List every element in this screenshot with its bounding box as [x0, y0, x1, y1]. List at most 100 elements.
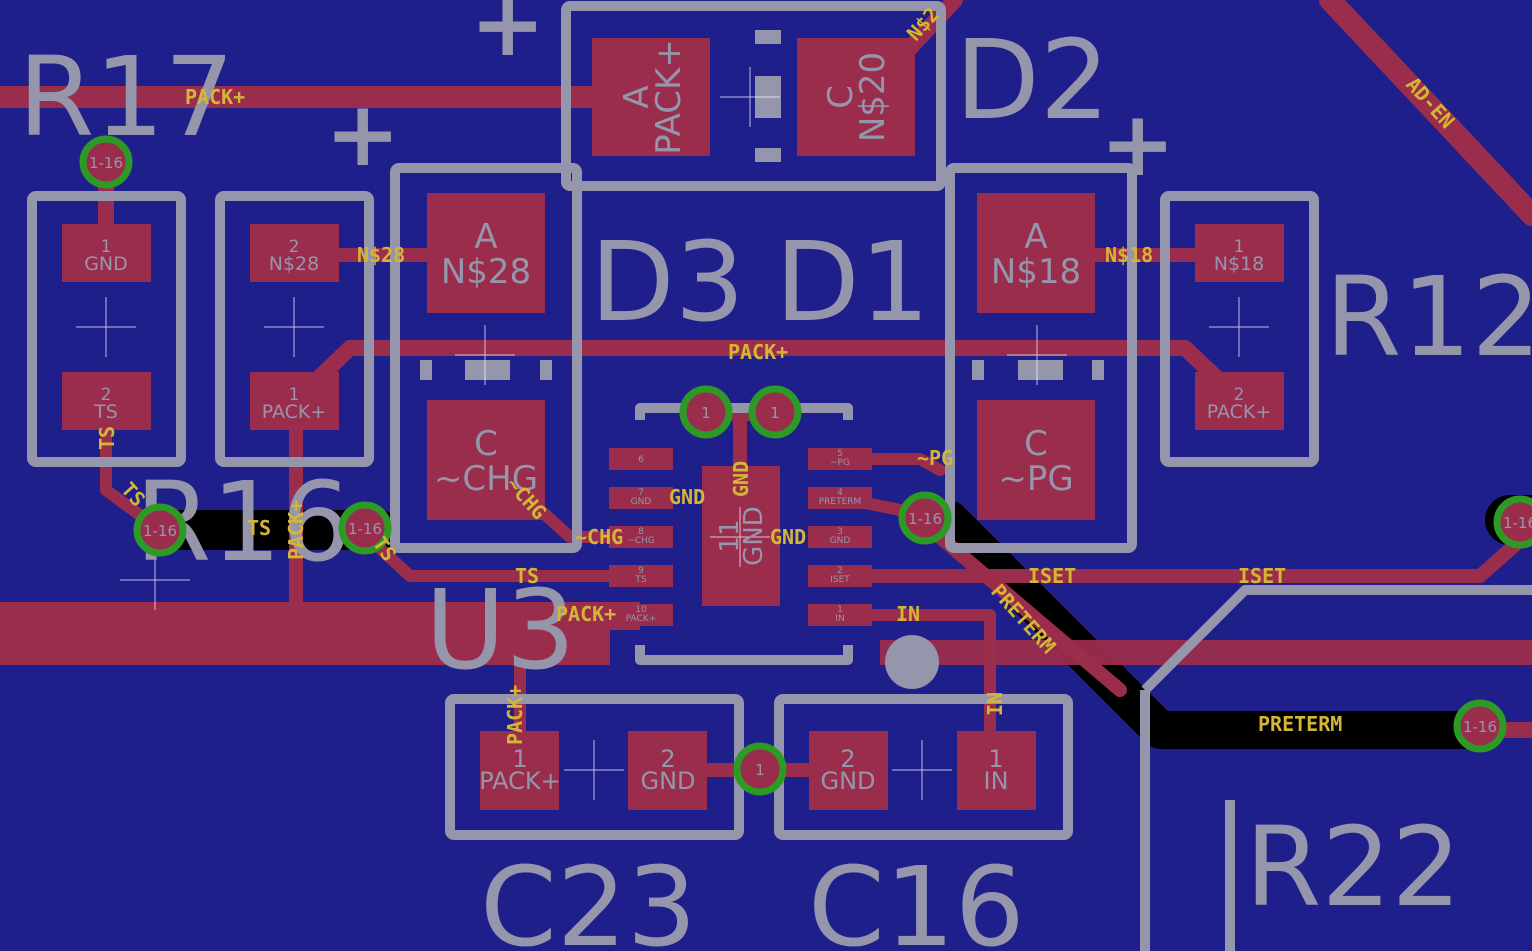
u3-pin7-num: 7 [638, 488, 644, 498]
r17-pad2-num: 2 [101, 385, 112, 405]
u3-pin9-num: 9 [638, 566, 644, 576]
d3-anode-letter: A [474, 217, 497, 257]
net-label-in-a: IN [896, 602, 920, 626]
u3-pin6-num: 6 [638, 455, 644, 465]
d3-cathode-net: ~CHG [434, 459, 538, 499]
c23-pad-2 [628, 731, 707, 810]
u3-pin3-net: GND [830, 536, 851, 546]
d1-cathode-net: ~PG [998, 459, 1073, 499]
c16-pad1-net: IN [983, 767, 1008, 795]
u3-pin-7 [609, 487, 673, 509]
u3-pin9-net: TS [634, 575, 646, 585]
ref-d2: D2 [955, 16, 1110, 144]
pad-texts: 1 GND 2 TS 2 N$28 1 PACK+ A N$28 C ~CHG … [84, 217, 1271, 795]
via-gnd-b-label: 1 [770, 404, 780, 422]
u3-outline-top [635, 403, 853, 420]
via-right-edge-label: 1-16 [1503, 514, 1532, 532]
u3-pin4-net: PRETERM [819, 497, 862, 507]
r16-pad2-net: N$28 [269, 253, 319, 275]
u3-pin5-num: 5 [837, 449, 843, 459]
c16-pad-2 [809, 731, 888, 810]
c23-pad1-net: PACK+ [479, 767, 561, 795]
u3-center-net: GND [739, 506, 769, 566]
d2-cathode-net: N$20 [853, 52, 893, 142]
u3-pin7-net: GND [631, 497, 652, 507]
via-preterm-end-label: 1-16 [1463, 718, 1497, 736]
r17-pad-2 [62, 372, 151, 430]
r16-pad2-num: 2 [289, 237, 300, 257]
r17-pad2-net: TS [93, 401, 118, 423]
d2-anode-net: PACK+ [649, 39, 689, 155]
net-label-ad-en: AD-EN [1401, 72, 1459, 133]
r12-pad-1 [1195, 224, 1284, 282]
u3-center-pad [702, 466, 780, 606]
d1-cathode-letter: C [1024, 424, 1048, 464]
net-label-pack-mid: PACK+ [728, 340, 788, 364]
net-label-ts-c: TS [247, 516, 271, 540]
trace-ad-en [1319, 0, 1532, 226]
net-label-ts-a: TS [95, 426, 119, 450]
c23-pad1-num: 1 [512, 745, 527, 773]
net-label-iset-b: ISET [1238, 564, 1286, 588]
u3-pin-8 [609, 526, 673, 548]
copper-pour-right [880, 640, 1532, 665]
u3-pin10-num: 10 [635, 605, 647, 615]
net-label-pg: ~PG [917, 446, 953, 470]
via-cap-label: 1 [755, 761, 765, 779]
polarity-marks: + + + [325, 0, 1175, 197]
net-label-gnd-left: GND [669, 485, 705, 509]
r16-outline [215, 191, 374, 467]
d3-plus-mark: + [325, 82, 400, 187]
d1-outline [945, 163, 1137, 553]
u3-pin8-num: 8 [638, 527, 644, 537]
net-label-n28: N$28 [357, 243, 405, 267]
ref-r12: R12 [1325, 253, 1532, 381]
r17-outline [27, 191, 186, 467]
u3-pin1-net: IN [835, 614, 844, 624]
via-r16: 1-16 [338, 501, 392, 555]
mounting-dot [885, 635, 939, 689]
d1-anode-net: N$18 [991, 252, 1081, 292]
via-gnd-a-label: 1 [701, 404, 711, 422]
pads [62, 38, 1284, 810]
c23-pad2-net: GND [640, 767, 695, 795]
net-label-n18: N$18 [1105, 243, 1153, 267]
via-gnd-b: 1 [748, 385, 802, 439]
r12-pad2-net: PACK+ [1207, 401, 1272, 423]
u3-outline-bottom [635, 645, 853, 665]
ref-r17: R17 [18, 33, 234, 161]
vias: 1-16 1-16 1-16 1 1 1-16 1-16 1-16 [79, 135, 1532, 796]
via-ts: 1-16 [133, 503, 187, 557]
u3-pin-3 [808, 526, 872, 548]
via-preterm-label: 1-16 [908, 510, 942, 528]
r12-pad1-num: 1 [1234, 237, 1245, 257]
r12-outline [1160, 191, 1319, 467]
via-preterm: 1-16 [898, 491, 952, 545]
d2-pad-c [797, 38, 915, 156]
u3-pin-9 [609, 565, 673, 587]
d2-plus-mark: + [470, 0, 545, 77]
net-label-gnd-vertical: GND [729, 461, 753, 497]
iset-silk-diag [1141, 585, 1532, 694]
c16-pad2-num: 2 [840, 745, 855, 773]
d1-cathode-bar-3 [1092, 360, 1104, 380]
r17-pad1-num: 1 [101, 237, 112, 257]
d3-cathode-bar-2 [465, 360, 510, 380]
d3-cathode-letter: C [474, 424, 498, 464]
u3-pin-4 [808, 487, 872, 509]
ref-d3: D3 [590, 218, 745, 346]
u3-pin10-net: PACK+ [626, 614, 657, 624]
r17-pad1-net: GND [84, 253, 128, 275]
via-r17: 1-16 [79, 135, 133, 189]
d2-pad-a [592, 38, 710, 156]
copper-pour-pack [0, 602, 610, 665]
via-cap: 1 [733, 742, 787, 796]
c23-pad2-num: 2 [660, 745, 675, 773]
c16-pad2-net: GND [820, 767, 875, 795]
d1-pad-c [977, 400, 1095, 520]
d3-anode-net: N$28 [441, 252, 531, 292]
d1-cathode-bar-2 [1018, 360, 1063, 380]
r16-pad1-net: PACK+ [262, 401, 327, 423]
rotated-pad-texts: A PACK+ C N$20 11 GND [617, 39, 893, 566]
u3-pin8-net: ~CHG [627, 536, 655, 546]
